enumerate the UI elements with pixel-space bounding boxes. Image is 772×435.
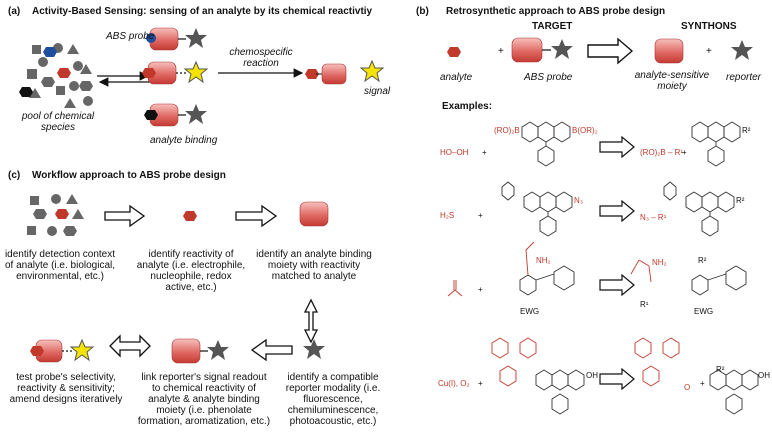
panel-b-label: (b) [416,6,429,17]
signal-star [360,60,384,82]
ex1-plus: + [482,148,487,157]
workflow-pool [27,194,84,236]
ex1-analyte: HO–OH [440,148,469,157]
ex3-r2: R² [698,256,707,265]
abs-probe-label: ABS probe [106,31,155,42]
workflow-step-6: test probe's selectivity, reactivity & s… [9,372,123,405]
ex4-oh-2: OH [758,371,770,380]
ex3-ewg: EWG [520,307,540,316]
pool-label: pool of chemical species [21,111,95,133]
analyte-label: analyte [440,72,473,83]
ex1-boronate-right: B(OR)₂ [572,126,598,135]
reporter-label: reporter [726,72,762,83]
workflow-analyte [183,211,197,221]
panel-c-title: Workflow approach to ABS probe design [32,170,226,181]
panel-c-label: (c) [8,170,21,181]
plus-2: + [706,46,712,57]
ex4-analyte: Cu(I), O₂ [438,379,470,388]
workflow-step-2: identify reactivity of analyte (i.e. ele… [136,249,246,293]
ex4-oh: OH [586,371,598,380]
workflow-moiety [299,201,329,227]
ex3-nh2-synthon: NH₂ [652,258,667,267]
panel-a-title: Activity-Based Sensing: sensing of an an… [32,6,373,17]
binding-label: analyte binding [150,135,218,146]
moiety-box [654,38,684,64]
ex3-r1: R¹ [640,300,649,309]
ex3-ewg-2: EWG [694,307,714,316]
analyte-hex [447,47,461,57]
ex3-nh2: NH₂ [536,256,551,265]
panel-a-label: (a) [8,6,21,17]
signal-label: signal [364,86,391,97]
ex4-plus-2: + [700,379,705,388]
ex4-plus: + [478,379,483,388]
workflow-test [30,339,94,363]
workflow-step-4: identify a compatible reporter modality … [285,372,381,427]
panel-b-title: Retrosynthetic approach to ABS probe des… [446,6,666,17]
examples-heading: Examples: [442,101,493,112]
abs-probe-bound [146,27,207,51]
workflow-step-1: identify detection context of analyte (i… [4,249,116,282]
ex4-r2: R² [716,365,725,374]
ex1-boronate-left: (RO)₂B [494,126,520,135]
ex2-plus: + [478,211,483,220]
example-structures [447,121,759,415]
reporter-star [731,40,753,60]
ex2-azide: N₃ [574,196,584,205]
workflow-reporter [303,339,325,359]
species-pool [19,43,93,108]
abs-probe-b-label: ABS probe [524,72,573,83]
ex2-analyte: H₂S [440,211,455,220]
workflow-step-3: identify an analyte binding moiety with … [256,249,372,282]
product-moiety [305,63,347,85]
moiety-label: analyte-sensitive moiety [634,70,710,92]
ex1-r2: R² [742,126,751,135]
ex2-r2: R² [736,196,745,205]
abs-probe-target [511,37,573,63]
ex4-o: O [684,383,691,392]
workflow-step-5: link reporter's signal readout to chemic… [137,372,271,427]
abs-probe-black [144,103,207,127]
workflow-probe [171,338,229,364]
ex2-synthon: N₃ – R¹ [640,213,667,222]
abs-probe-reacting [142,61,208,85]
synthons-heading: SYNTHONS [681,21,737,32]
ex3-plus: + [478,285,483,294]
reaction-label: chemospecific reaction [229,47,293,69]
ex1-synthon: (RO)₂B – R¹ [640,148,684,157]
ex1-plus-2: + [682,148,687,157]
target-heading: TARGET [532,21,573,32]
plus-1: + [498,46,504,57]
